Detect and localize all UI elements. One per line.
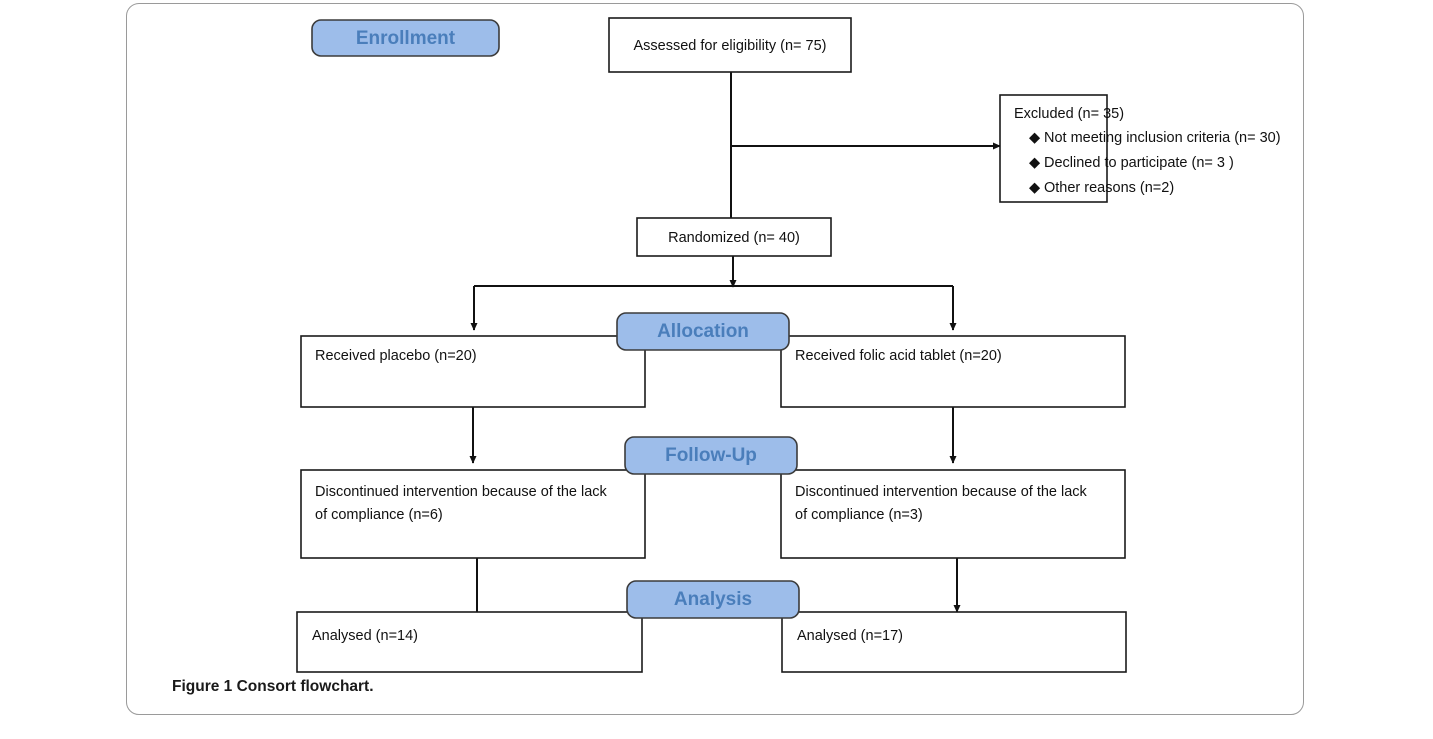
node-received-placebo [300,335,646,408]
node-randomized-label: Randomized (n= 40) [668,230,800,246]
node-followup-folic-acid-line1: Discontinued intervention because of the… [795,484,1088,500]
node-excluded-title: Excluded (n= 35) [1014,106,1124,122]
node-excluded-reason-2: Declined to participate (n= 3 ) [1044,155,1234,171]
node-randomized [636,217,832,257]
stage-badge-followup: Follow-Up [624,436,798,475]
node-followup-placebo-line2: of compliance (n=6) [315,507,443,523]
node-received-folic-acid [780,335,1126,408]
node-assessed-label: Assessed for eligibility (n= 75) [633,38,826,54]
bullet-icon: ◆ [1029,180,1041,196]
stage-badge-enrollment: Enrollment [311,19,500,57]
figure-caption: Figure 1 Consort flowchart. [172,678,374,696]
node-analysed-folic-acid-label: Analysed (n=17) [797,628,903,644]
node-assessed-for-eligibility [608,17,852,73]
node-received-placebo-label: Received placebo (n=20) [315,348,477,364]
figure-caption-title: Consort flowchart. [236,678,374,695]
stage-badge-analysis-label: Analysis [674,589,752,610]
node-followup-placebo [300,469,646,559]
node-analysed-placebo-label: Analysed (n=14) [312,628,418,644]
stage-badge-analysis: Analysis [626,580,800,619]
node-followup-folic-acid [780,469,1126,559]
node-followup-placebo-line1: Discontinued intervention because of the… [315,484,608,500]
bullet-icon: ◆ [1029,155,1041,171]
stage-badge-allocation: Allocation [616,312,790,351]
node-analysed-placebo [296,611,643,673]
node-analysed-folic-acid [781,611,1127,673]
node-received-folic-acid-label: Received folic acid tablet (n=20) [795,348,1002,364]
node-followup-folic-acid-line2: of compliance (n=3) [795,507,923,523]
stage-badge-followup-label: Follow-Up [665,445,757,466]
bullet-icon: ◆ [1029,130,1041,146]
figure-caption-label: Figure 1 [172,678,233,695]
stage-badge-enrollment-label: Enrollment [356,28,456,49]
stage-badge-allocation-label: Allocation [657,321,749,342]
node-excluded [999,94,1108,203]
node-excluded-reason-3: Other reasons (n=2) [1044,180,1174,196]
node-excluded-reason-1: Not meeting inclusion criteria (n= 30) [1044,130,1281,146]
